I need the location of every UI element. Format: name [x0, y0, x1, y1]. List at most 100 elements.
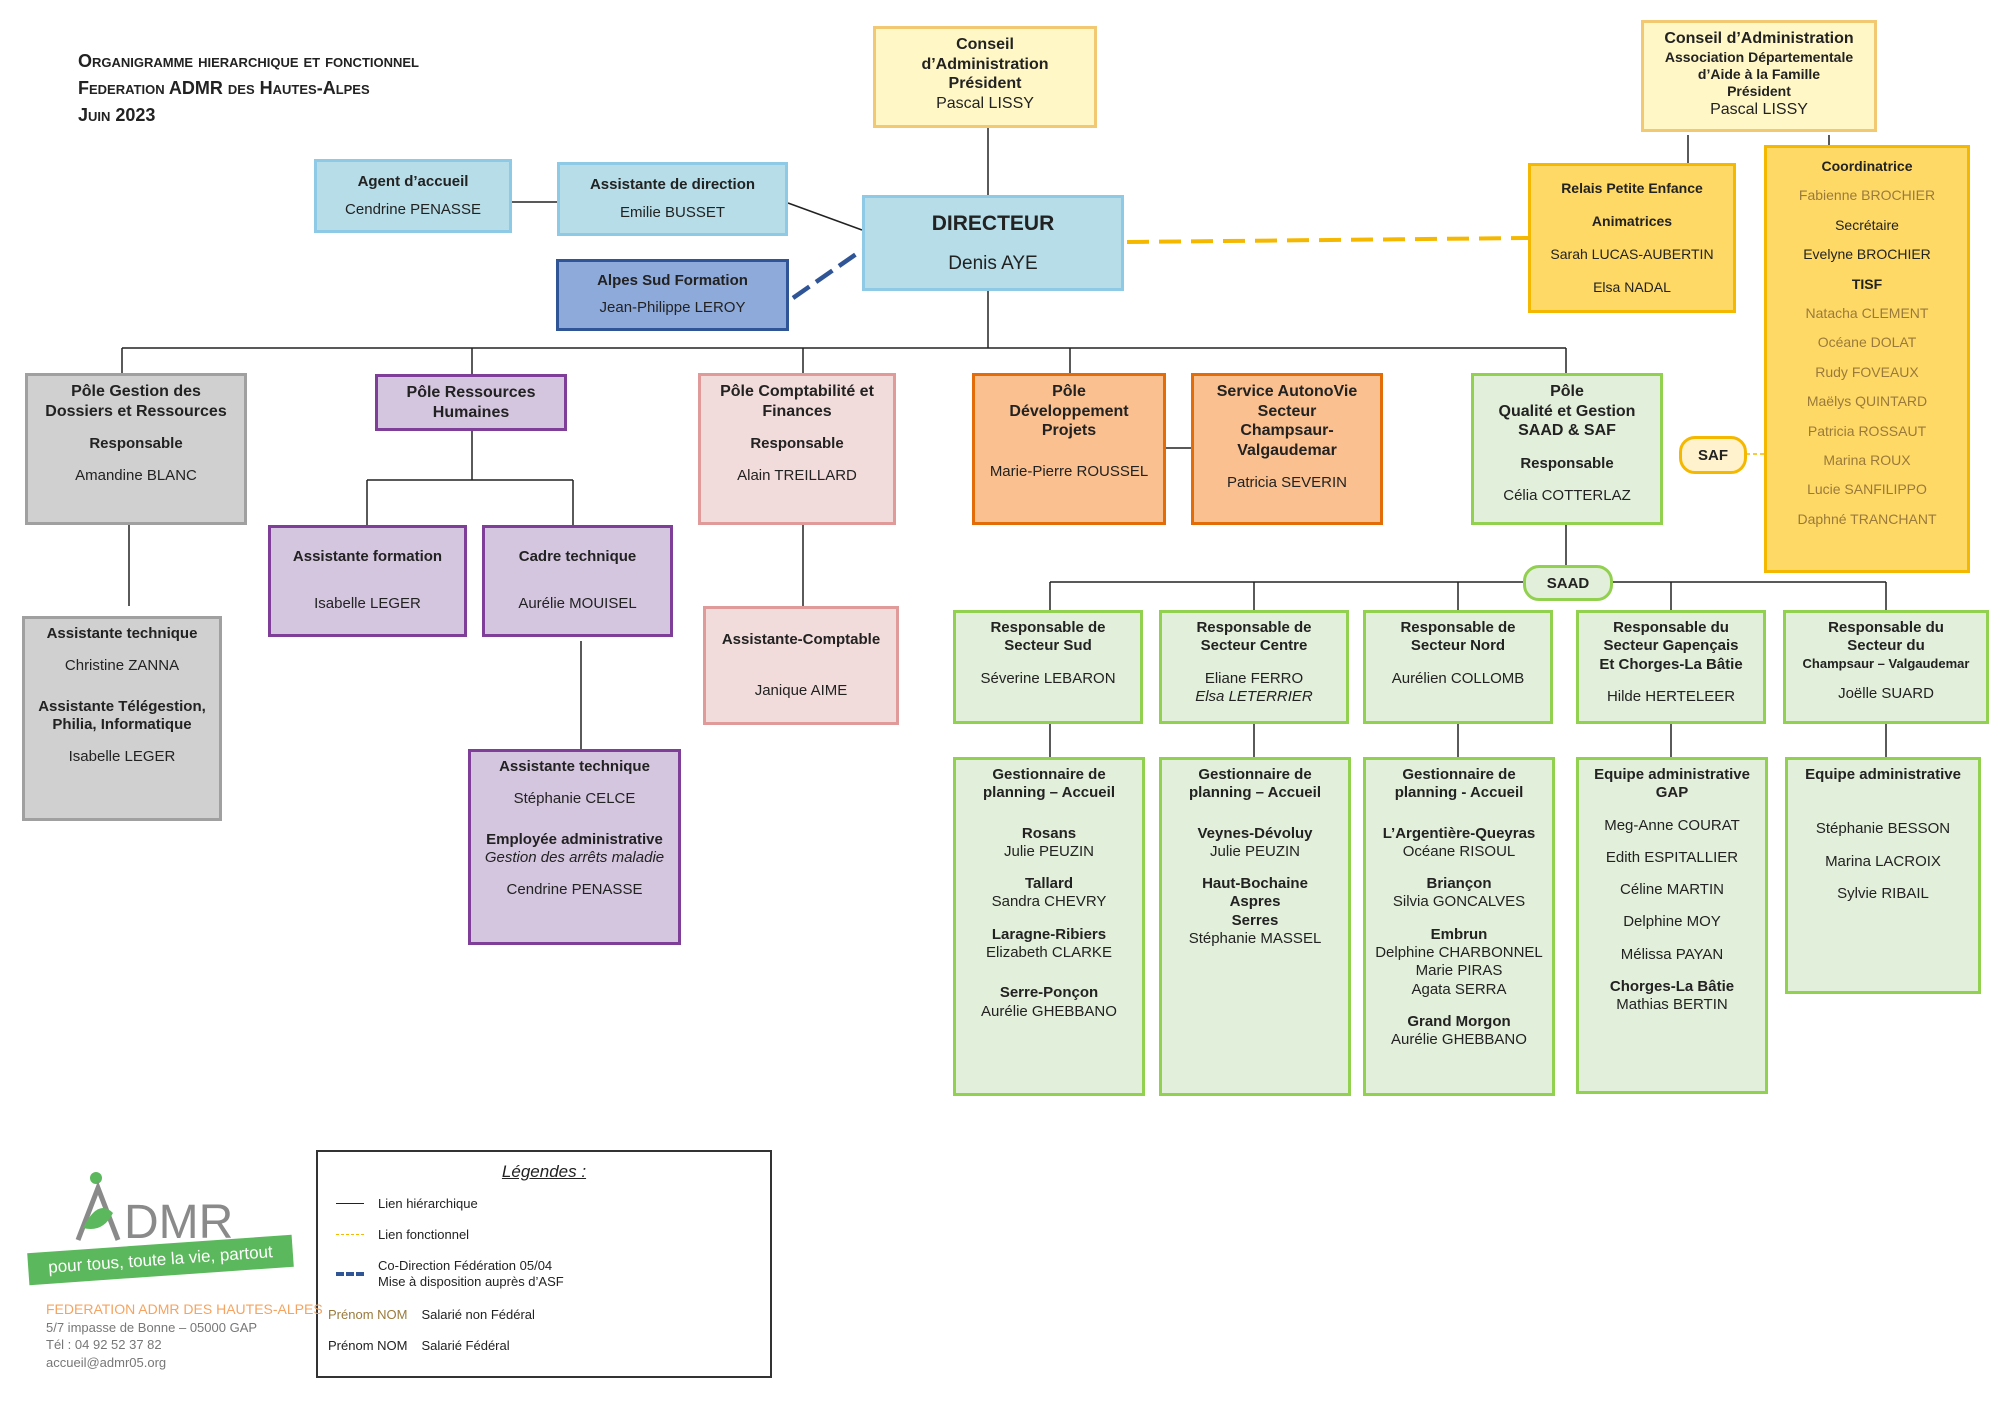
gestionnaire-nord-person-1: Océane RISOUL [1402, 842, 1516, 860]
tisf-name: Rudy FOVEAUX [1815, 363, 1919, 380]
secteur-sud-box: Responsable de Secteur Sud Séverine LEBA… [953, 610, 1143, 724]
legend-codirection-label-2: Mise à disposition auprès d’ASF [378, 1273, 564, 1289]
admr-logo: DMR [28, 1168, 258, 1253]
secteur-champsaur-title-2: Secteur du [1847, 637, 1925, 655]
conseil-federation-name: Pascal LISSY [936, 94, 1034, 112]
cadre-technique-title: Cadre technique [518, 548, 637, 566]
assistante-technique-1-title: Assistante technique [46, 625, 198, 642]
secteur-sud-title-1: Responsable de [990, 619, 1106, 636]
relais-name-1: Sarah LUCAS-AUBERTIN [1550, 245, 1714, 262]
legend-row-fonctionnel: Lien fonctionnel [336, 1227, 469, 1242]
legend-row-codirection: Co-Direction Fédération 05/04 Mise à dis… [336, 1258, 564, 1289]
equipe-gap-title-1: Equipe administrative [1594, 766, 1750, 783]
alpes-sud-formation-title: Alpes Sud Formation [597, 272, 748, 290]
conseil-federation-role: Président [948, 75, 1022, 93]
title-line-1: Organigramme hierarchique et fonctionnel [78, 51, 419, 71]
gestionnaire-sud-place: Serre-Ponçon [999, 984, 1099, 1002]
cadre-technique-name: Aurélie MOUISEL [518, 595, 637, 613]
secteur-centre-title-1: Responsable de [1196, 619, 1312, 636]
secteur-gap-name: Hilde HERTELEER [1606, 687, 1736, 705]
gestionnaire-sud-person: Sandra CHEVRY [991, 893, 1107, 911]
gestionnaire-sud-person: Julie PEUZIN [1003, 842, 1095, 860]
autonovie-title-4: Valgaudemar [1237, 441, 1337, 459]
coordinatrice-title: Coordinatrice [1821, 158, 1913, 174]
equipe-champsaur-member: Sylvie RIBAIL [1837, 884, 1929, 902]
footer-address: FEDERATION ADMR DES HAUTES-ALPES 5/7 imp… [46, 1300, 323, 1372]
secteur-gap-title-1: Responsable du [1613, 619, 1729, 636]
equipe-gap-place: Chorges-La Bâtie [1609, 978, 1735, 996]
pole-dev-title-3: Projets [1041, 422, 1097, 440]
secteur-champsaur-title-1: Responsable du [1828, 619, 1944, 636]
secteur-nord-box: Responsable de Secteur Nord Aurélien COL… [1363, 610, 1553, 724]
conseil-federation-box: Conseil d’Administration Président Pasca… [873, 26, 1097, 128]
equipe-champsaur-member: Marina LACROIX [1825, 852, 1941, 870]
gestionnaire-nord-place-2: Briançon [1426, 875, 1492, 893]
footer-phone: Tél : 04 92 52 37 82 [46, 1337, 162, 1353]
legend-row-non-federal: Prénom NOM Salarié non Fédéral [328, 1307, 535, 1322]
conseil-association-title-3: d’Aide à la Famille [1697, 65, 1821, 82]
equipe-gap-box: Equipe administrative GAP Meg-Anne COURA… [1576, 757, 1768, 1094]
secteur-nord-name: Aurélien COLLOMB [1391, 669, 1525, 687]
pole-dossiers-role: Responsable [89, 435, 183, 453]
assistante-telegestion-title-2: Philia, Informatique [52, 715, 192, 733]
employee-admin-title: Employée administrative [486, 830, 663, 848]
gestionnaire-nord-title-2: planning - Accueil [1394, 784, 1524, 802]
footer-street: 5/7 impasse de Bonne – 05000 GAP [46, 1319, 258, 1335]
secteur-centre-name-2: Elsa LETERRIER [1195, 687, 1313, 705]
legend-sample-federal: Prénom NOM [328, 1338, 408, 1353]
employee-admin-name: Cendrine PENASSE [506, 881, 643, 899]
pole-qual-title-1: Pôle [1550, 383, 1584, 400]
autonovie-title-1: Service AutonoVie [1216, 383, 1358, 400]
assistante-comptable-title: Assistante-Comptable [721, 631, 881, 649]
gestionnaire-centre-person-2: Stéphanie MASSEL [1188, 930, 1322, 948]
secteur-gap-title-2: Secteur Gapençais [1603, 637, 1739, 655]
assistante-direction-name: Emilie BUSSET [619, 203, 726, 221]
gestionnaire-nord-person-3a: Delphine CHARBONNEL [1375, 944, 1543, 962]
equipe-gap-member: Edith ESPITALLIER [1605, 848, 1739, 866]
gestionnaire-centre-place-2c: Serres [1231, 911, 1279, 929]
pole-dev-title-2: Développement [1009, 402, 1129, 420]
pole-compta-title-2: Finances [762, 402, 832, 420]
pole-rh-title-2: Humaines [432, 403, 510, 421]
tisf-name: Daphné TRANCHANT [1797, 510, 1937, 527]
gestionnaire-nord-place-3: Embrun [1430, 925, 1488, 943]
relais-title: Relais Petite Enfance [1561, 179, 1703, 196]
gestionnaire-sud-person: Aurélie GHEBBANO [981, 1002, 1117, 1020]
secteur-nord-title-1: Responsable de [1400, 619, 1516, 636]
pole-dev-name: Marie-Pierre ROUSSEL [989, 462, 1149, 480]
secteur-gap-box: Responsable du Secteur Gapençais Et Chor… [1576, 610, 1766, 724]
assistante-telegestion-title-1: Assistante Télégestion, [38, 697, 206, 715]
assistante-technique-1-box: Assistante technique Christine ZANNA Ass… [22, 616, 222, 821]
secretaire-name: Evelyne BROCHIER [1803, 246, 1931, 263]
saf-badge: SAF [1679, 436, 1747, 474]
secteur-centre-box: Responsable de Secteur Centre Eliane FER… [1159, 610, 1349, 724]
secretaire-title: Secrétaire [1835, 216, 1899, 233]
autonovie-title-2: Secteur [1257, 402, 1317, 420]
pole-dev-title-1: Pôle [1052, 383, 1086, 400]
pole-dossiers-title-2: Dossiers et Ressources [45, 402, 227, 420]
pole-developpement-box: Pôle Développement Projets Marie-Pierre … [972, 373, 1166, 525]
gestionnaire-nord-person-3b: Marie PIRAS [1415, 962, 1503, 980]
assistante-comptable-name: Janique AIME [754, 681, 848, 699]
assistante-telegestion-name: Isabelle LEGER [68, 748, 176, 766]
equipe-champsaur-title: Equipe administrative [1805, 766, 1961, 783]
footer-email[interactable]: accueil@admr05.org [46, 1354, 167, 1370]
legend-sample-non-federal: Prénom NOM [328, 1307, 408, 1322]
gestionnaire-sud-person: Elizabeth CLARKE [986, 944, 1112, 962]
alpes-sud-formation-name: Jean-Philippe LEROY [599, 299, 746, 317]
assistante-direction-title: Assistante de direction [589, 175, 756, 193]
pole-qual-role: Responsable [1520, 454, 1614, 472]
pole-compta-name: Alain TREILLARD [737, 467, 857, 485]
gestionnaire-nord-person-4: Aurélie GHEBBANO [1391, 1031, 1527, 1049]
legend-title: Légendes : [501, 1162, 587, 1181]
pole-qualite-box: Pôle Qualité et Gestion SAAD & SAF Respo… [1471, 373, 1663, 525]
autonovie-box: Service AutonoVie Secteur Champsaur- Val… [1191, 373, 1383, 525]
gestionnaire-nord-place-1: L’Argentière-Queyras [1382, 824, 1536, 842]
gestionnaire-nord-place-4: Grand Morgon [1407, 1012, 1511, 1030]
gestionnaire-nord-title-1: Gestionnaire de [1402, 766, 1516, 783]
tisf-name: Lucie SANFILIPPO [1807, 481, 1927, 498]
legend-row-hierarchique: Lien hiérarchique [336, 1196, 478, 1211]
tisf-name: Patricia ROSSAUT [1807, 422, 1927, 439]
coordinatrice-name: Fabienne BROCHIER [1798, 187, 1936, 204]
